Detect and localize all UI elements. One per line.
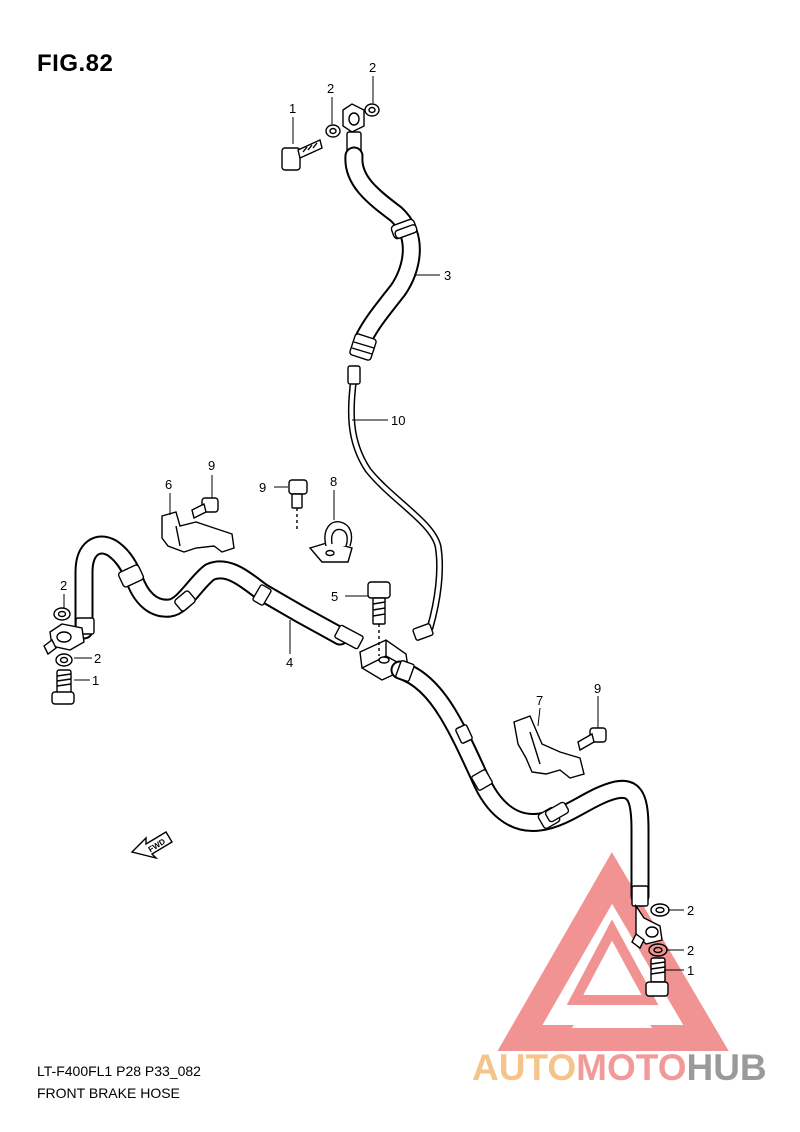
watermark-triangle (497, 852, 729, 1051)
bracket-7 (513, 715, 585, 779)
callout-numbers: 1 2 2 3 10 9 6 9 8 2 2 1 5 4 7 9 2 2 1 (60, 60, 694, 978)
top-washer-left (325, 124, 341, 138)
watermark-hub: HUB (686, 1047, 767, 1088)
top-banjo-bolt (281, 139, 323, 171)
top-washer-right (364, 103, 380, 117)
fwd-arrow-icon: FWD (130, 831, 173, 860)
clamp-8 (308, 521, 353, 563)
figure-code: LT-F400FL1 P28 P33_082 (37, 1063, 201, 1079)
callout-8: 8 (330, 474, 337, 489)
hose-3-lower-fitting (349, 333, 377, 361)
callout-9-b: 9 (259, 480, 266, 495)
bracket-6 (161, 511, 235, 553)
right-hose (390, 660, 650, 906)
figure-name: FRONT BRAKE HOSE (37, 1085, 180, 1101)
callout-10: 10 (391, 413, 405, 428)
bolt-9-b (288, 479, 308, 530)
right-banjo-bolt (645, 957, 669, 997)
pipe-10-lower-nut (412, 623, 434, 641)
callout-2-top-right: 2 (369, 60, 376, 75)
callout-9-a: 9 (208, 458, 215, 473)
callout-3: 3 (444, 268, 451, 283)
callout-7: 7 (536, 693, 543, 708)
leader-lines (63, 76, 684, 971)
bolt-5 (367, 581, 391, 656)
callout-9-c: 9 (594, 681, 601, 696)
top-banjo-fitting (342, 103, 365, 155)
pipe-10-upper-nut (347, 365, 361, 385)
hose-4-fittings (75, 564, 364, 650)
callout-2-left-upper: 2 (60, 578, 67, 593)
right-hose-fittings (395, 660, 649, 907)
callout-5: 5 (331, 589, 338, 604)
watermark-logo: AUTOMOTOHUB (472, 1047, 767, 1089)
hose-3-clamp (390, 218, 418, 240)
left-banjo-fitting (43, 623, 85, 656)
figure-title: FIG.82 (37, 50, 114, 77)
hose-4 (74, 535, 350, 646)
callout-1-right: 1 (687, 963, 694, 978)
watermark-auto: AUTO (472, 1047, 577, 1088)
callout-2-right-upper: 2 (687, 903, 694, 918)
callout-6: 6 (165, 477, 172, 492)
left-washer-upper (53, 607, 71, 621)
bolt-9-c (577, 727, 607, 752)
callout-1-left: 1 (92, 673, 99, 688)
bolt-9-a (191, 497, 219, 520)
callout-2-top-left: 2 (327, 81, 334, 96)
right-washer-upper (650, 903, 670, 917)
callout-4: 4 (286, 655, 293, 670)
watermark-moto: MOTO (576, 1047, 687, 1088)
left-washer-lower (55, 653, 73, 667)
hose-3 (344, 146, 421, 348)
callout-1-top: 1 (289, 101, 296, 116)
callout-2-right-lower: 2 (687, 943, 694, 958)
brake-pipe-10 (347, 372, 444, 632)
callout-2-left-lower: 2 (94, 651, 101, 666)
right-banjo-fitting (631, 903, 663, 950)
left-banjo-bolt (51, 669, 75, 705)
